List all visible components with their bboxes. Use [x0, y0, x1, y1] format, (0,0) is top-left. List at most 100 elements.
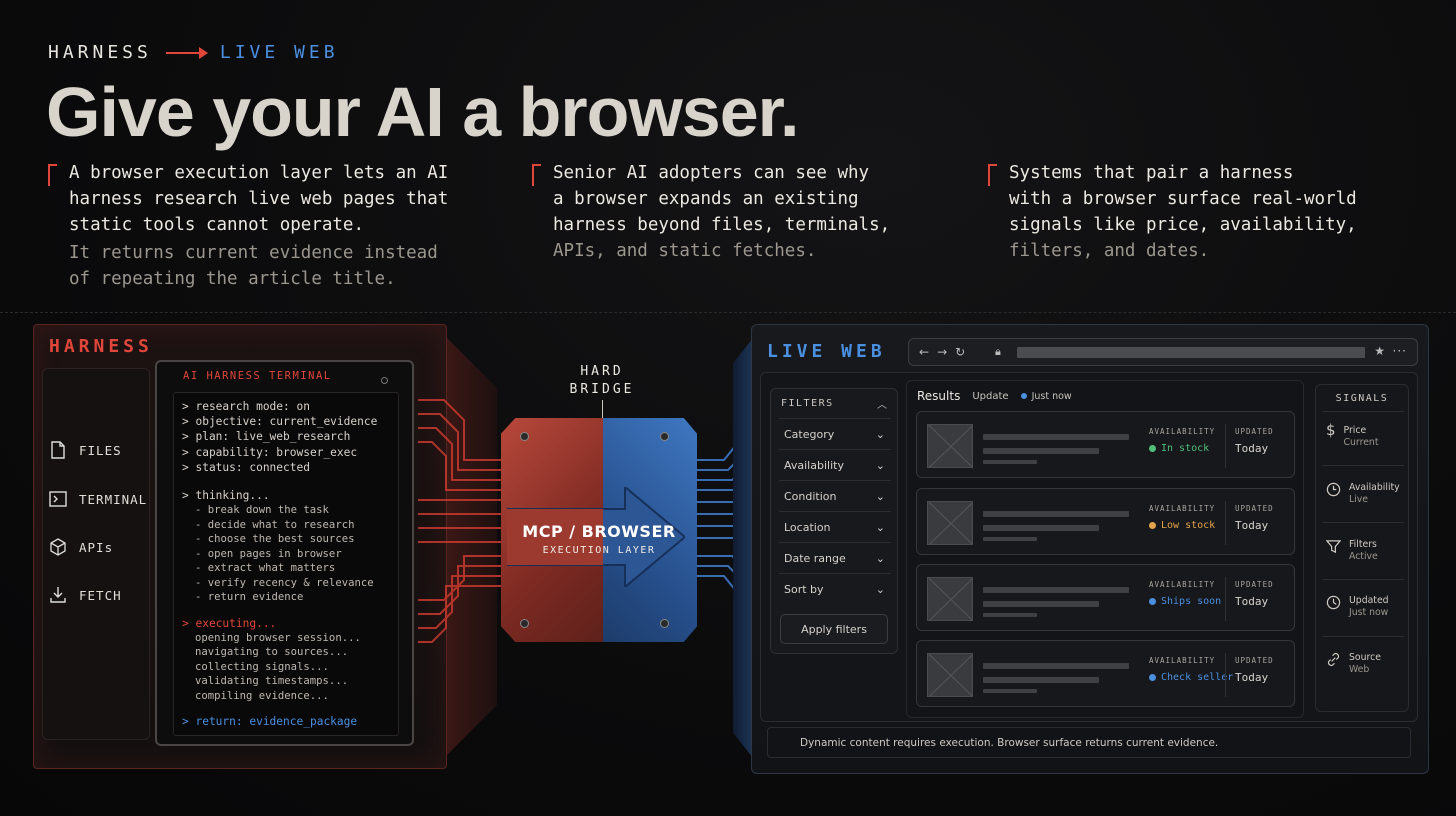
clock-icon	[1326, 482, 1341, 497]
signal-value: Just now	[1349, 606, 1389, 618]
filter-date-range[interactable]: Date range⌄	[779, 542, 891, 573]
signal-value: Live	[1349, 493, 1368, 505]
harness-terminal: AI HARNESS TERMINAL > research mode: on …	[155, 360, 414, 746]
terminal-output: > research mode: on > objective: current…	[173, 392, 399, 736]
update-link[interactable]: Update	[972, 390, 1009, 402]
updated-label: UPDATED	[1235, 580, 1274, 589]
signal-value: Active	[1349, 550, 1378, 562]
chevron-down-icon: ⌄	[875, 458, 885, 472]
cube-icon	[49, 538, 67, 556]
text-placeholder	[983, 537, 1037, 541]
text-placeholder	[983, 511, 1129, 517]
text-placeholder	[983, 448, 1099, 454]
sidebar-item-apis[interactable]: APIs	[49, 538, 113, 556]
divider	[0, 312, 1456, 313]
star-icon[interactable]: ★	[1374, 344, 1385, 358]
intro-line-muted: filters, and dates.	[1009, 241, 1210, 261]
text-placeholder	[983, 601, 1099, 607]
sidebar-item-terminal[interactable]: TERMINAL	[49, 490, 147, 508]
terminal-icon	[49, 490, 67, 508]
apply-filters-button[interactable]: Apply filters	[780, 614, 888, 644]
image-placeholder-icon	[927, 577, 973, 621]
forward-icon[interactable]: →	[937, 345, 948, 359]
more-icon[interactable]: ···	[1392, 344, 1407, 358]
harness-sidebar: FILES TERMINAL APIs FETCH	[42, 368, 150, 740]
divider	[1322, 522, 1404, 523]
bracket-icon	[532, 164, 541, 186]
intro-line: static tools cannot operate.	[69, 215, 365, 235]
result-card[interactable]: AVAILABILITY Ships soon UPDATED Today	[916, 564, 1295, 631]
image-placeholder-icon	[927, 424, 973, 468]
divider	[1225, 501, 1226, 545]
divider	[1322, 465, 1404, 466]
signal-label: Source	[1349, 652, 1381, 663]
text-placeholder	[983, 434, 1129, 440]
signal-value: Current	[1343, 436, 1379, 448]
arrow-right-icon	[507, 487, 685, 587]
availability-status: In stock	[1149, 443, 1209, 454]
terminal-line: - choose the best sources	[195, 533, 355, 546]
intro-line-muted: APIs, and static fetches.	[553, 241, 817, 261]
download-icon	[49, 586, 67, 604]
filter-location[interactable]: Location⌄	[779, 511, 891, 542]
intro-line: a browser expands an existing	[553, 189, 859, 209]
divider	[1225, 653, 1226, 697]
terminal-line: opening browser session...	[195, 631, 361, 644]
bolt-icon	[660, 432, 669, 441]
back-icon[interactable]: ←	[919, 345, 930, 359]
updated-value: Today	[1235, 595, 1269, 608]
filter-sort-by[interactable]: Sort by⌄	[779, 573, 891, 604]
filter-label: Location	[784, 520, 831, 534]
bolt-icon	[520, 619, 529, 628]
result-card[interactable]: AVAILABILITY Check seller UPDATED Today	[916, 640, 1295, 707]
reload-icon[interactable]: ↻	[955, 345, 966, 359]
bridge-label-line: HARD	[580, 364, 624, 379]
image-placeholder-icon	[927, 653, 973, 697]
filter-label: Availability	[784, 458, 844, 472]
divider	[1322, 579, 1404, 580]
filter-category[interactable]: Category⌄	[779, 418, 891, 449]
terminal-line: > capability: browser_exec	[182, 445, 358, 459]
url-field[interactable]	[1017, 347, 1365, 358]
browser-address-bar[interactable]: ← → ↻ 🔒︎ ★ ···	[908, 338, 1418, 366]
terminal-title: AI HARNESS TERMINAL	[183, 370, 332, 382]
intro-line: Systems that pair a harness	[1009, 163, 1294, 183]
hard-bridge-label: HARD BRIDGE	[562, 363, 642, 399]
intro-line: Senior AI adopters can see why	[553, 163, 870, 183]
signal-label: Filters	[1349, 539, 1377, 550]
intro-line-muted: It returns current evidence instead	[69, 243, 438, 263]
signal-label: Availability	[1349, 482, 1400, 493]
arrow-right-icon	[165, 46, 208, 59]
signal-value: Web	[1349, 663, 1370, 675]
terminal-line: navigating to sources...	[195, 646, 349, 659]
updated-value: Today	[1235, 519, 1269, 532]
bridge-label-line: BRIDGE	[569, 382, 635, 397]
file-icon	[49, 441, 67, 459]
filter-availability[interactable]: Availability ⌄	[779, 449, 891, 480]
bracket-icon	[988, 164, 997, 186]
chevron-up-icon[interactable]: ︿	[877, 400, 887, 411]
sidebar-item-files[interactable]: FILES	[49, 441, 122, 459]
divider	[1322, 636, 1404, 637]
terminal-line: > status: connected	[182, 460, 310, 474]
chevron-down-icon: ⌄	[875, 582, 885, 596]
availability-status: Check seller	[1149, 672, 1233, 683]
chevron-down-icon: ⌄	[875, 551, 885, 565]
result-card[interactable]: AVAILABILITY Low stock UPDATED Today	[916, 488, 1295, 555]
bracket-icon	[48, 164, 57, 186]
result-card[interactable]: AVAILABILITY In stock UPDATED Today	[916, 411, 1295, 478]
lock-icon: 🔒︎	[995, 345, 1001, 358]
history-icon	[1326, 595, 1341, 610]
sidebar-item-fetch[interactable]: FETCH	[49, 586, 122, 604]
filter-condition[interactable]: Condition⌄	[779, 480, 891, 511]
text-placeholder	[983, 460, 1037, 464]
terminal-line: > thinking...	[182, 489, 270, 503]
intro-line: A browser execution layer lets an AI	[69, 163, 449, 183]
availability-status: Ships soon	[1149, 596, 1221, 607]
link-icon	[1327, 653, 1340, 666]
filters-panel: FILTERS ︿ Category⌄ Availability⌄ Condit…	[770, 388, 898, 654]
bridge-pointer	[602, 400, 603, 422]
